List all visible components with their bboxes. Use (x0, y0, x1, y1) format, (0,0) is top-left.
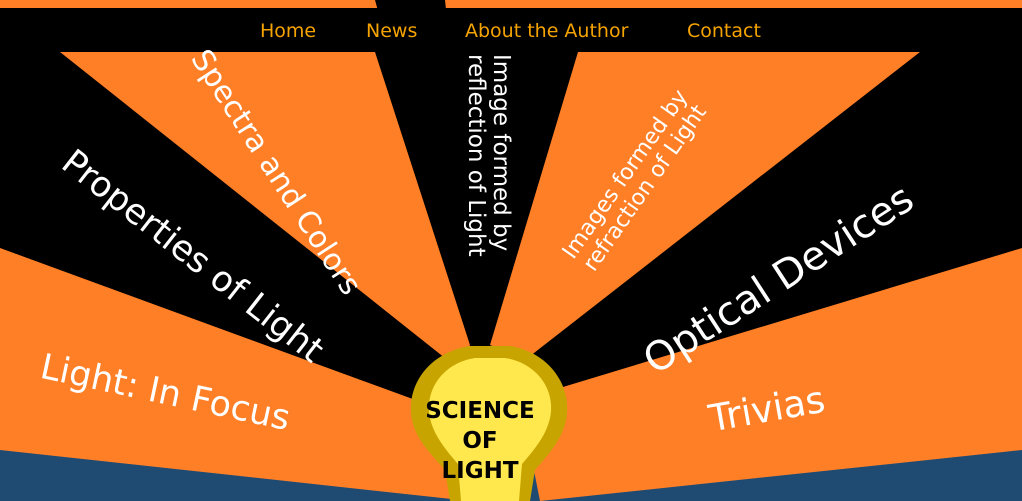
logo-line3: LIGHT (441, 458, 519, 484)
nav-home[interactable]: Home (260, 20, 317, 42)
reflection-line1: Image formed by (488, 54, 514, 252)
nav-contact[interactable]: Contact (687, 20, 761, 42)
reflection-line2: reflection of Light (462, 54, 489, 257)
site-logo-text[interactable]: SCIENCE OF LIGHT (410, 396, 550, 486)
logo-line2: OF (462, 428, 498, 454)
nav-news[interactable]: News (366, 20, 418, 42)
ray-reflection-gap (375, 0, 480, 345)
ray-trivias[interactable] (520, 248, 1022, 501)
logo-line1: SCIENCE (425, 398, 535, 424)
nav-about-author[interactable]: About the Author (465, 20, 629, 42)
top-navigation: Home News About the Author Contact (0, 18, 1022, 46)
ray-refraction[interactable] (490, 52, 920, 360)
bulb-inner (428, 358, 552, 501)
ray-spectra-and-colors[interactable] (60, 52, 470, 370)
top-strip (0, 0, 1022, 8)
ray-light-in-focus[interactable] (0, 248, 470, 501)
link-image-reflection[interactable]: Image formed by reflection of Light (462, 54, 514, 284)
